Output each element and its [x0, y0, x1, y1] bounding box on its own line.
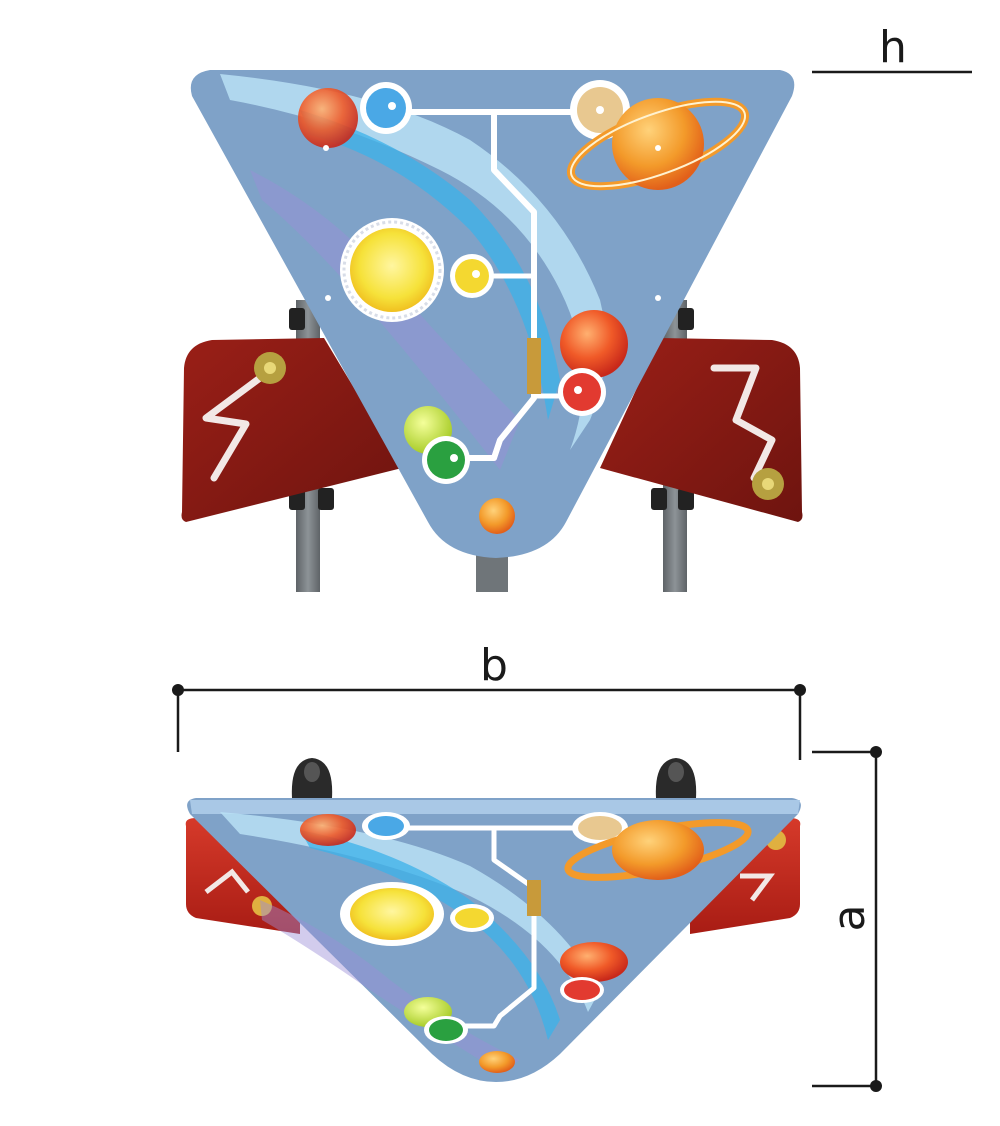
- clamp: [318, 488, 334, 510]
- front-triangle-panel: [190, 70, 795, 558]
- clamp: [289, 308, 305, 330]
- front-view: h: [181, 22, 972, 592]
- zigzag-track-icon: [202, 368, 272, 482]
- planet-icon: [479, 1051, 515, 1073]
- top-knob-left: [291, 758, 333, 798]
- width-dimension-label: b: [480, 640, 508, 691]
- right-wing-panel: [600, 338, 803, 522]
- left-wing-panel: [181, 338, 402, 522]
- planet-icon: [560, 310, 628, 378]
- clamp: [678, 488, 694, 510]
- planet-icon: [300, 814, 356, 846]
- clamp: [651, 488, 667, 510]
- saturn-icon: [566, 97, 750, 191]
- planet-icon: [479, 498, 515, 534]
- height-dimension-label: h: [879, 22, 907, 73]
- depth-dimension-label: a: [824, 905, 875, 932]
- top-knob-right: [655, 758, 697, 798]
- planet-icon: [560, 942, 628, 982]
- zigzag-track-icon: [710, 364, 776, 482]
- top-view: b a: [172, 640, 882, 1092]
- sun-icon: [340, 882, 444, 946]
- sun-icon: [340, 218, 444, 322]
- planet-icon: [298, 88, 358, 148]
- saturn-icon: [564, 819, 752, 881]
- clamp: [678, 308, 694, 330]
- top-triangle-panel: [187, 798, 801, 1082]
